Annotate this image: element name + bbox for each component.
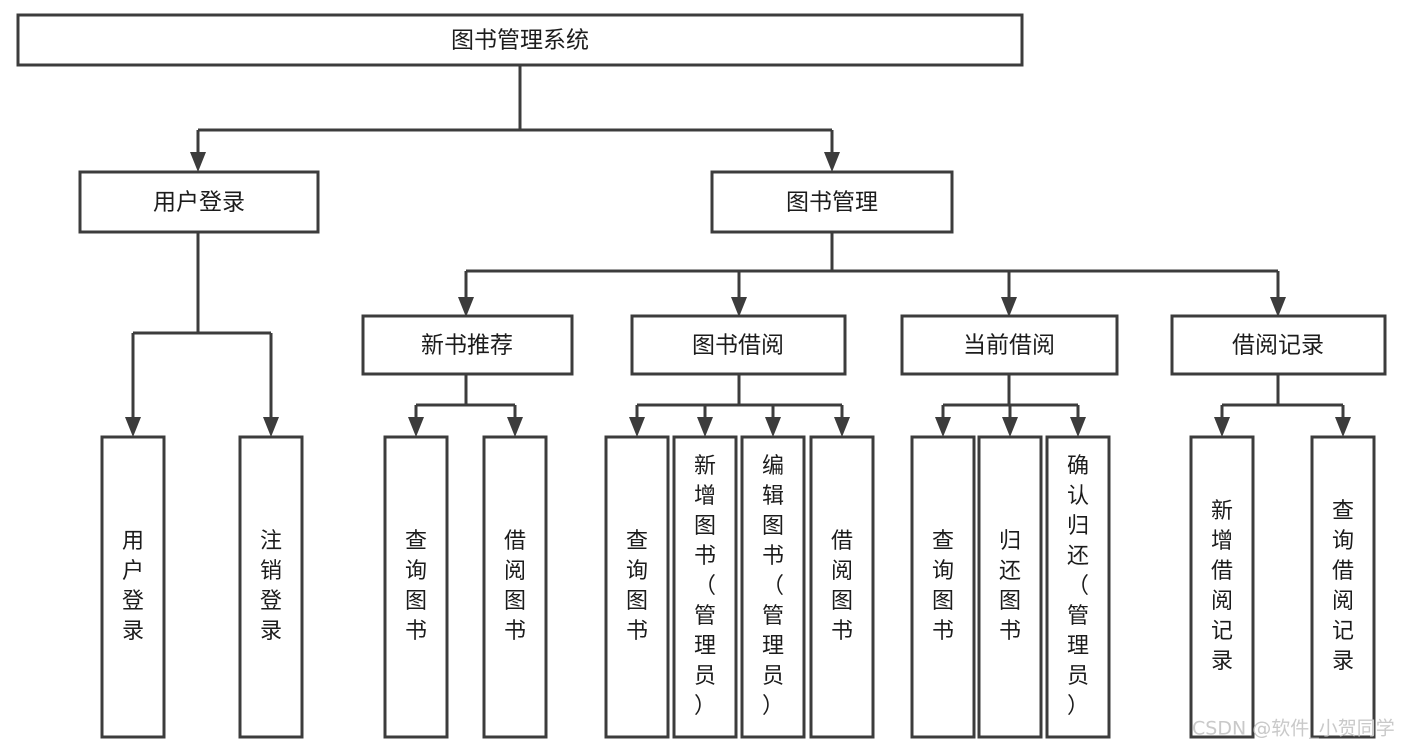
node-leaf-add-book[interactable]: 新增图书（管理员） — [672, 435, 738, 739]
arrow-to-current-borrow — [1001, 297, 1017, 317]
node-leaf-query-book-3-label: 查询图书 — [932, 529, 954, 644]
node-leaf-edit-book[interactable]: 编辑图书（管理员） — [740, 435, 806, 739]
node-book-borrow[interactable]: 图书借阅 — [630, 314, 847, 376]
arrow-to-leaf-edit-book — [765, 417, 781, 437]
node-leaf-query-book-2[interactable]: 查询图书 — [604, 435, 670, 739]
leaf-layer: 用户登录 注销登录 查询图书 借阅图书 查询图书 新增图书（管理员） — [100, 435, 1376, 739]
node-user-login[interactable]: 用户登录 — [78, 170, 320, 234]
node-current-borrow-box[interactable] — [900, 314, 1119, 376]
node-current-borrow[interactable]: 当前借阅 — [900, 314, 1119, 376]
node-current-borrow-label: 当前借阅 — [963, 333, 1055, 359]
node-leaf-user-login[interactable]: 用户登录 — [100, 435, 166, 739]
node-new-book-rec-label: 新书推荐 — [421, 333, 513, 359]
node-leaf-confirm-return-label: 确认归还（管理员） — [1067, 454, 1089, 719]
node-book-borrow-box[interactable] — [630, 314, 847, 376]
arrow-to-leaf-confirm-return — [1070, 417, 1086, 437]
node-user-login-label: 用户登录 — [153, 190, 245, 216]
node-leaf-add-record[interactable]: 新增借阅记录 — [1189, 435, 1255, 739]
node-book-manage[interactable]: 图书管理 — [710, 170, 954, 234]
node-leaf-query-record[interactable]: 查询借阅记录 — [1310, 435, 1376, 739]
node-leaf-query-book-3-box[interactable] — [910, 435, 976, 739]
node-leaf-query-book-1[interactable]: 查询图书 — [383, 435, 449, 739]
arrow-to-leaf-borrow-book-2 — [834, 417, 850, 437]
node-leaf-borrow-book-2-box[interactable] — [809, 435, 875, 739]
arrow-to-leaf-query-book-1 — [408, 417, 424, 437]
node-leaf-query-book-1-label: 查询图书 — [405, 529, 427, 644]
arrow-to-leaf-add-book — [697, 417, 713, 437]
arrow-to-new-book-rec — [458, 297, 474, 317]
node-leaf-borrow-book-2[interactable]: 借阅图书 — [809, 435, 875, 739]
arrow-to-leaf-user-logout — [263, 417, 279, 437]
node-new-book-rec-box[interactable] — [361, 314, 574, 376]
node-book-manage-box[interactable] — [710, 170, 954, 234]
node-borrow-record-label: 借阅记录 — [1232, 333, 1324, 359]
node-leaf-user-login-label: 用户登录 — [122, 529, 144, 644]
node-leaf-query-record-box[interactable] — [1310, 435, 1376, 739]
connector-layer — [125, 65, 1351, 437]
node-leaf-borrow-book-1[interactable]: 借阅图书 — [482, 435, 548, 739]
node-leaf-edit-book-label: 编辑图书（管理员） — [762, 454, 784, 719]
node-leaf-user-logout-label: 注销登录 — [260, 529, 282, 644]
node-leaf-return-book[interactable]: 归还图书 — [977, 435, 1043, 739]
arrow-to-borrow-record — [1270, 297, 1286, 317]
arrow-to-leaf-query-book-3 — [935, 417, 951, 437]
node-leaf-add-record-label: 新增借阅记录 — [1211, 499, 1233, 674]
arrow-to-leaf-borrow-book-1 — [507, 417, 523, 437]
arrow-to-leaf-return-book — [1002, 417, 1018, 437]
node-user-login-box[interactable] — [78, 170, 320, 234]
node-root[interactable]: 图书管理系统 — [16, 13, 1024, 67]
csdn-watermark: CSDN @软件_小贺同学 — [1192, 718, 1395, 740]
node-book-manage-label: 图书管理 — [786, 190, 878, 216]
node-leaf-confirm-return[interactable]: 确认归还（管理员） — [1045, 435, 1111, 739]
arrow-root-to-book-manage — [824, 152, 840, 172]
arrow-to-leaf-query-book-2 — [629, 417, 645, 437]
node-leaf-query-record-label: 查询借阅记录 — [1332, 499, 1354, 674]
arrow-to-leaf-add-record — [1214, 417, 1230, 437]
node-leaf-query-book-1-box[interactable] — [383, 435, 449, 739]
node-leaf-user-logout-box[interactable] — [238, 435, 304, 739]
node-leaf-confirm-return-box[interactable] — [1045, 435, 1111, 739]
node-leaf-add-record-box[interactable] — [1189, 435, 1255, 739]
arrow-root-to-user-login — [190, 152, 206, 172]
node-leaf-add-book-label: 新增图书（管理员） — [694, 454, 716, 719]
node-leaf-return-book-label: 归还图书 — [999, 529, 1021, 644]
node-root-box[interactable] — [16, 13, 1024, 67]
node-root-label: 图书管理系统 — [451, 28, 589, 54]
node-leaf-add-book-box[interactable] — [672, 435, 738, 739]
node-leaf-borrow-book-2-label: 借阅图书 — [831, 529, 853, 644]
node-leaf-edit-book-box[interactable] — [740, 435, 806, 739]
node-leaf-query-book-2-label: 查询图书 — [626, 529, 648, 644]
node-leaf-query-book-3[interactable]: 查询图书 — [910, 435, 976, 739]
node-leaf-borrow-book-1-label: 借阅图书 — [504, 529, 526, 644]
node-leaf-return-book-box[interactable] — [977, 435, 1043, 739]
node-new-book-rec[interactable]: 新书推荐 — [361, 314, 574, 376]
node-leaf-borrow-book-1-box[interactable] — [482, 435, 548, 739]
node-borrow-record-box[interactable] — [1170, 314, 1387, 376]
arrow-to-leaf-user-login — [125, 417, 141, 437]
arrow-to-book-borrow — [731, 297, 747, 317]
node-book-borrow-label: 图书借阅 — [692, 333, 784, 359]
node-borrow-record[interactable]: 借阅记录 — [1170, 314, 1387, 376]
arrow-to-leaf-query-record — [1335, 417, 1351, 437]
node-leaf-user-login-box[interactable] — [100, 435, 166, 739]
node-leaf-query-book-2-box[interactable] — [604, 435, 670, 739]
node-leaf-user-logout[interactable]: 注销登录 — [238, 435, 304, 739]
